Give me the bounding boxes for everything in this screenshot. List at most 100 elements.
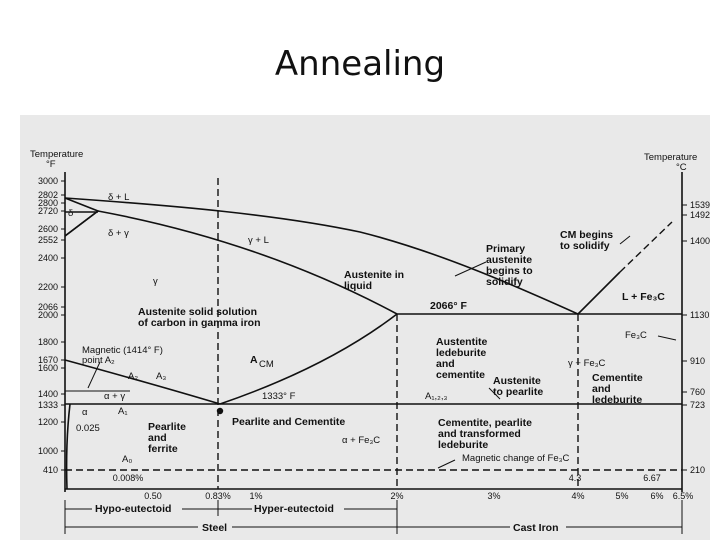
label-a1: A₁ (118, 406, 128, 417)
label-l-fe3c: L + Fe₃C (622, 291, 665, 303)
label-delta-gamma: δ + γ (108, 228, 129, 239)
label-primary-austenite-3: begins to (486, 265, 533, 277)
x-tick-label: 2% (390, 491, 403, 501)
magnetic-change-pointer (437, 459, 456, 469)
hyper-label-bg (252, 502, 344, 515)
left-tick-label: 1800 (38, 337, 58, 347)
label-acm-sub: CM (259, 359, 274, 370)
label-alpha-fe3c: α + Fe₃C (342, 435, 380, 446)
magnetic-pointer (87, 361, 101, 389)
label-steel: Steel (202, 522, 227, 534)
x-tick-label: 4% (571, 491, 584, 501)
eutectoid-point (216, 407, 224, 415)
label-magnetic-point-2: point A₂ (82, 355, 115, 366)
left-tick-label: 2400 (38, 253, 58, 263)
left-axis-unit: °F (46, 159, 56, 170)
label-primary-austenite-2: austenite (486, 254, 532, 266)
left-tick-label: 2552 (38, 235, 58, 245)
label-solid-solution-2: of carbon in gamma iron (138, 317, 261, 329)
label-cm-begins-2: to solidify (560, 240, 610, 252)
label-cem-pearl-3: ledeburite (438, 439, 488, 451)
label-cem-led-2: and (592, 383, 611, 395)
label-magnetic-change: Magnetic change of Fe₃C (462, 453, 570, 464)
left-tick-label: 3000 (38, 176, 58, 186)
label-eutectic-temp: 2066° F (430, 300, 467, 312)
label-gamma-fe3c: γ + Fe₃C (568, 358, 606, 369)
label-gamma-l: γ + L (248, 235, 269, 246)
label-ledeburite: Austentite (436, 336, 487, 348)
left-tick-label: 2720 (38, 206, 58, 216)
label-hypo-eutectoid: Hypo-eutectoid (95, 503, 171, 515)
diagram-background (20, 115, 710, 540)
left-tick-label: 1400 (38, 389, 58, 399)
label-pearlite-ferrite-3: ferrite (148, 443, 178, 455)
left-tick-label: 2600 (38, 224, 58, 234)
label-a123: A₁,₂,₃ (425, 391, 448, 402)
hypo-label-bg (92, 502, 182, 515)
label-cem-led-3: ledeburite (592, 394, 642, 406)
right-tick-label: 910 (690, 356, 705, 366)
primary-pointer (454, 261, 487, 277)
left-tick-label: 1200 (38, 417, 58, 427)
ferrite-solvus (65, 403, 71, 490)
x-tick-label: 0.008% (113, 473, 144, 483)
label-eutectoid-temp: 1333° F (262, 391, 296, 402)
cm-pointer (619, 235, 631, 245)
label-primary-austenite: Primary (486, 243, 525, 255)
cementite-liquidus-dashed (619, 221, 673, 273)
right-tick-label: 760 (690, 387, 705, 397)
x-tick-label: 6.67 (643, 473, 661, 483)
aus-pearlite-pointer (488, 387, 501, 400)
x-tick-label: 0.83% (205, 491, 231, 501)
acm-line (219, 313, 398, 405)
label-ledeburite-4: cementite (436, 369, 485, 381)
x-tick-label: 5% (615, 491, 628, 501)
label-0025: 0.025 (76, 423, 100, 434)
label-alpha-gamma: α + γ (104, 391, 125, 402)
left-tick-label: 2000 (38, 310, 58, 320)
label-a3: A₃ (156, 371, 166, 382)
left-tick-label: 2802 (38, 190, 58, 200)
left-tick-label: 1600 (38, 363, 58, 373)
left-tick-label: 1670 (38, 355, 58, 365)
solidus-line (97, 210, 398, 315)
label-delta-l: δ + L (108, 192, 129, 203)
right-tick-label: 1400 (690, 236, 710, 246)
label-austenite-liquid: Austenite in (344, 269, 404, 281)
label-cm-begins: CM begins (560, 229, 613, 241)
label-magnetic-point: Magnetic (1414° F) (82, 345, 163, 356)
left-tick-label: 2800 (38, 198, 58, 208)
x-tick-label: 0.50 (144, 491, 162, 501)
cast-iron-label-bg (510, 520, 566, 533)
label-acm: A (250, 354, 258, 366)
label-cem-led: Cementite (592, 372, 643, 384)
left-tick-label: 2066 (38, 302, 58, 312)
label-a2: A₂ (128, 371, 138, 382)
x-tick-label: 1% (249, 491, 262, 501)
label-pearlite-ferrite-2: and (148, 432, 167, 444)
left-tick-label: 2200 (38, 282, 58, 292)
x-tick-label: 3% (487, 491, 500, 501)
left-tick-label: 1333 (38, 400, 58, 410)
label-pearlite-ferrite: Pearlite (148, 421, 186, 433)
x-tick-label: 6% (650, 491, 663, 501)
label-cast-iron: Cast Iron (513, 522, 559, 534)
label-primary-austenite-4: solidify (486, 276, 523, 288)
label-alpha: α (82, 407, 88, 418)
label-cem-pearl-2: and transformed (438, 428, 521, 440)
x-tick-label: 4.3 (569, 473, 582, 483)
label-austenite-liquid-2: liquid (344, 280, 372, 292)
left-axis-title: Temperature (30, 149, 83, 160)
delta-gamma-boundary (64, 210, 99, 237)
label-ledeburite-3: and (436, 358, 455, 370)
label-fe3c-right: Fe₃C (625, 330, 647, 341)
left-tick-label: 410 (43, 465, 58, 475)
label-pearlite-cementite: Pearlite and Cementite (232, 416, 345, 428)
cementite-liquidus (577, 271, 621, 315)
label-delta: δ (68, 208, 73, 219)
label-gamma: γ (153, 276, 158, 287)
